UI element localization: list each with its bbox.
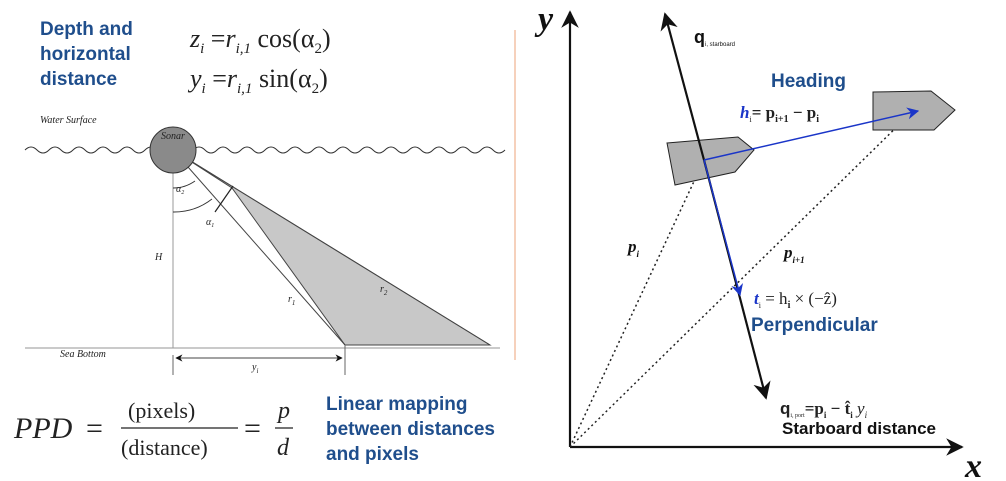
linear-mapping-label: Linear mapping between distances and pix… — [326, 394, 500, 465]
equation-z: zi =ri,1 cos(α2) — [189, 24, 331, 57]
x-axis-label: x — [964, 448, 982, 481]
ppd-p: p — [276, 398, 290, 424]
ppd-eq2: = — [244, 412, 261, 445]
depth-title: Depth and horizontal distance — [40, 19, 138, 90]
heading-vector — [703, 107, 920, 161]
beam-edge-r1 — [172, 149, 346, 346]
starboard-distance-label: Starboard distance — [782, 419, 936, 438]
ppd-eq1: = — [86, 412, 103, 445]
water-surface-label: Water Surface — [40, 115, 97, 126]
beam-edge-r2 — [172, 149, 491, 346]
q-starboard-line — [660, 12, 706, 161]
r1-label: r1 — [288, 294, 295, 307]
alpha2-label: α2 — [176, 184, 184, 196]
ppd-denominator: (distance) — [121, 435, 208, 460]
right-panel: y x qi, starboard Heading hi= pi+1 − pi … — [534, 1, 982, 481]
ppd-d: d — [277, 435, 290, 461]
ppd-numerator: (pixels) — [128, 398, 195, 423]
boat-i — [666, 136, 755, 186]
q-starboard-label: qi, starboard — [694, 27, 735, 48]
water-surface-wave — [24, 146, 506, 154]
t-equation: ti = hi × (−ẑ) — [754, 289, 837, 311]
q-port-equation: qi, port=pi − t̂i yi — [780, 399, 868, 420]
y-axis-label: y — [534, 1, 554, 38]
heading-equation: hi= pi+1 − pi — [740, 103, 819, 125]
alpha1-arc — [172, 198, 213, 213]
ppd-lhs: PPD — [13, 412, 73, 445]
boat-i1 — [872, 90, 956, 131]
H-label: H — [154, 252, 163, 263]
r2-label: r2 — [380, 284, 388, 297]
sea-bottom-label: Sea Bottom — [60, 349, 106, 360]
equation-y: yi =ri,1 sin(α2) — [187, 64, 328, 97]
beam-cross-line — [214, 185, 234, 213]
yi-label: yi — [251, 362, 258, 375]
heading-label: Heading — [771, 71, 846, 92]
left-panel: Depth and horizontal distance zi =ri,1 c… — [13, 19, 516, 465]
alpha1-label: α1 — [206, 217, 214, 229]
p-i-label: pi — [626, 237, 640, 259]
vector-p-i — [569, 159, 705, 448]
sonar-icon — [149, 126, 197, 174]
perpendicular-label: Perpendicular — [751, 315, 878, 336]
perpendicular-vector — [703, 159, 744, 297]
alpha2-arc — [172, 180, 196, 189]
p-i1-label: pi+1 — [782, 243, 805, 265]
sonar-label: Sonar — [161, 131, 185, 142]
